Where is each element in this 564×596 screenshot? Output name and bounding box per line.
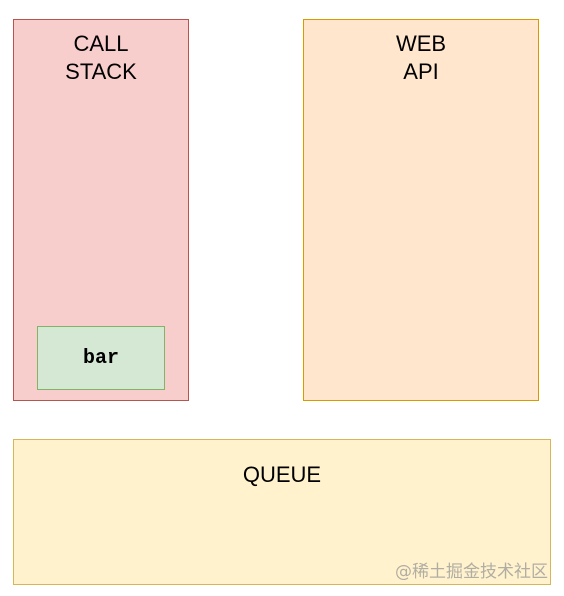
web-api-container: WEB API (303, 19, 539, 401)
call-stack-frame-label: bar (82, 346, 119, 370)
queue-container: QUEUE (13, 439, 551, 585)
queue-title: QUEUE (14, 461, 550, 489)
call-stack-frame: bar (37, 326, 165, 390)
web-api-title-line2: API (403, 59, 439, 84)
web-api-title-line1: WEB (395, 31, 447, 56)
call-stack-title: CALL STACK (14, 30, 188, 86)
queue-title-text: QUEUE (242, 462, 322, 487)
web-api-title: WEB API (304, 30, 538, 86)
call-stack-title-line1: CALL (73, 31, 129, 56)
call-stack-title-line2: STACK (65, 59, 137, 84)
watermark: @稀土掘金技术社区 (395, 562, 548, 582)
